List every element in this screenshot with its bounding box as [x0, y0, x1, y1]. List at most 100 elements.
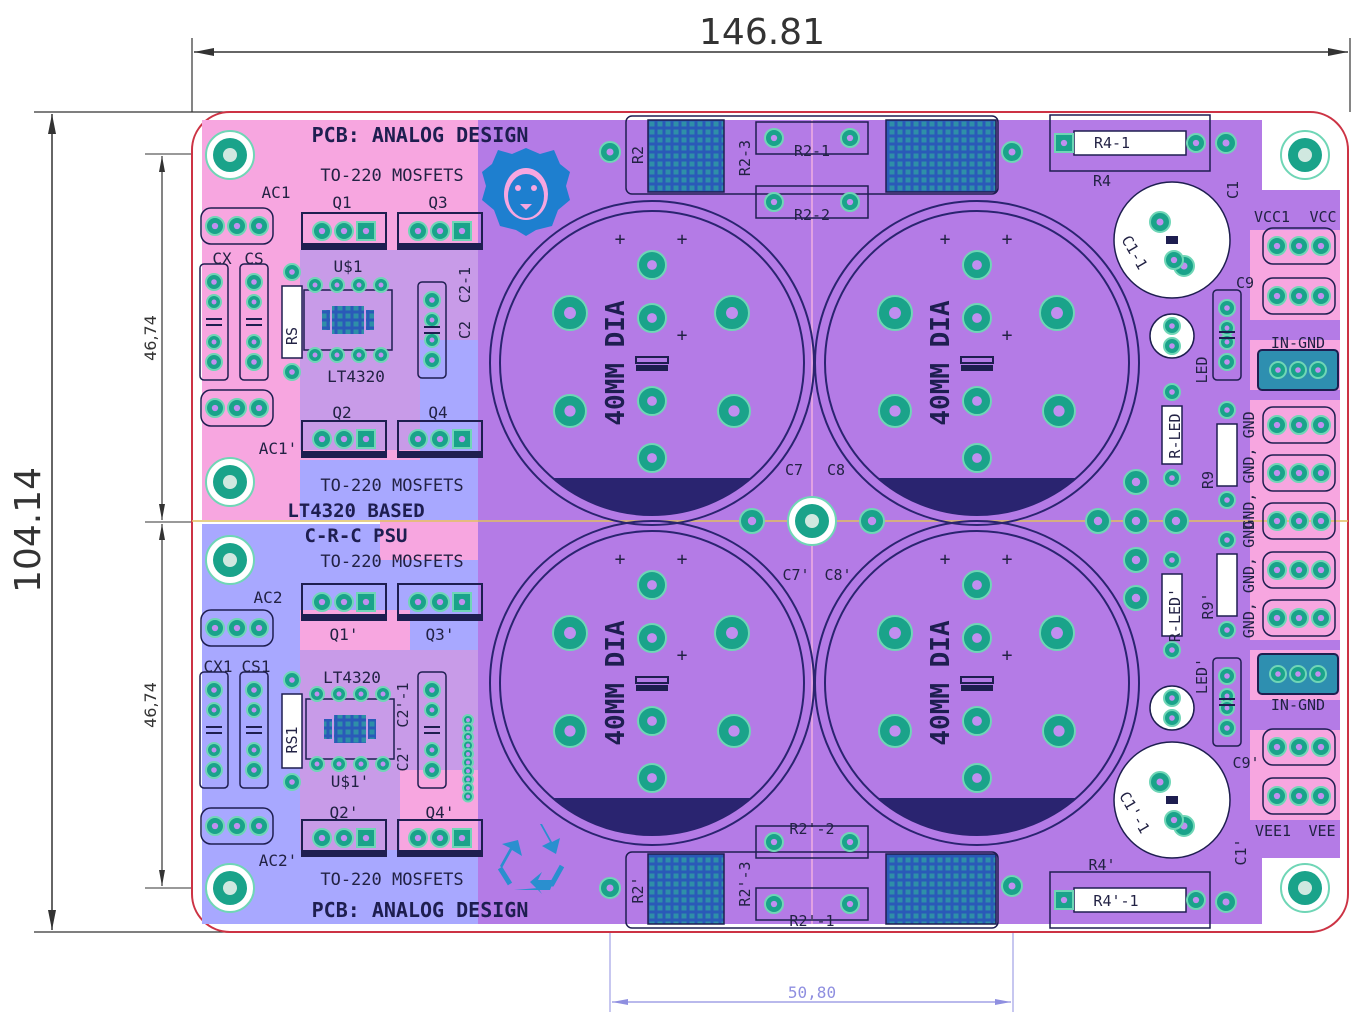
capacitor-cs [239, 263, 269, 381]
capacitor-c9p [1212, 657, 1242, 747]
label-r9p: R9' [1199, 592, 1217, 619]
connector-gnd-1 [1262, 406, 1336, 444]
label-cs: CS [244, 249, 263, 268]
mounting-hole [1280, 863, 1330, 913]
mounting-holes [205, 130, 1330, 913]
mosfet-q2 [301, 420, 387, 458]
label-r2p-2: R2'-2 [789, 820, 834, 838]
connector-gnd-4 [1262, 551, 1336, 589]
label-r4p: R4' [1088, 856, 1115, 874]
big-capacitors: 40MM DIA+++40MM DIA+++40MM DIA+++40MM DI… [489, 200, 1140, 846]
led-p [1149, 685, 1195, 731]
label-ledp: LED' [1193, 658, 1211, 694]
svg-text:+: + [677, 549, 688, 570]
label-cs1: CS1 [242, 657, 271, 676]
label-r9: R9 [1199, 471, 1217, 489]
capacitor-label: 40MM DIA [926, 620, 956, 746]
svg-text:+: + [615, 549, 626, 570]
capacitor-polarity-band [877, 478, 1077, 516]
lion-logo-icon [482, 148, 570, 236]
capacitor-label: 40MM DIA [601, 620, 631, 746]
connector-ac1p [200, 389, 274, 427]
label-c9p: C9' [1232, 754, 1259, 772]
resistor-r2-2 [755, 185, 869, 219]
mosfets-label-1: TO-220 MOSFETS [320, 166, 463, 186]
recycle-logo-icon [497, 824, 565, 894]
connector-vee1 [1262, 728, 1336, 766]
components [199, 114, 1339, 929]
label-q1p: Q1' [330, 625, 359, 644]
label-r2-1: R2-1 [794, 142, 830, 160]
label-u1p: U$1' [331, 772, 370, 791]
mosfet-q1 [301, 212, 387, 250]
resistor-r-led-p [1161, 551, 1183, 659]
resistor-r4p [1049, 871, 1211, 929]
capacitor-40mm: 40MM DIA+++ [814, 520, 1140, 846]
mounting-hole [205, 457, 255, 507]
mosfet-q3 [397, 212, 483, 250]
connector-gnd-3 [1262, 502, 1336, 540]
dimension-height-label: 104.14 [8, 467, 49, 593]
dimension-half-bottom: 46,74 [141, 524, 232, 889]
label-r2p-1: R2'-1 [789, 912, 834, 930]
label-rled: R-LED [1166, 413, 1184, 458]
mosfet-q1p [301, 583, 387, 621]
svg-text:+: + [677, 229, 688, 250]
mosfet-q2p [301, 819, 387, 857]
capacitor-c2p [417, 671, 447, 789]
mounting-hole [1280, 130, 1330, 180]
capacitor-cx1 [199, 671, 229, 789]
label-q2p: Q2' [330, 803, 359, 822]
label-ac1p: AC1' [259, 439, 298, 458]
dimension-width-label: 146.81 [699, 12, 825, 53]
label-r2p: R2' [629, 876, 647, 903]
led [1149, 313, 1195, 359]
resistor-r2p-2 [755, 825, 869, 859]
label-q3p: Q3' [426, 625, 455, 644]
connector-vee [1262, 777, 1336, 815]
svg-text:+: + [615, 229, 626, 250]
connector-in-gnd-bottom [1257, 653, 1339, 695]
svg-text:+: + [1002, 229, 1013, 250]
capacitor-40mm: 40MM DIA+++ [489, 520, 815, 846]
resistor-r2-3-block [885, 119, 997, 193]
resistor-r9 [1216, 401, 1238, 509]
label-q4: Q4 [428, 403, 447, 422]
label-c1p: C1' [1232, 838, 1250, 865]
capacitor-c9 [1212, 289, 1242, 381]
connector-gnd-5 [1262, 599, 1336, 637]
resistor-r2-1 [755, 121, 869, 155]
label-rledp: R-LED' [1166, 588, 1184, 642]
label-c2: C2 [456, 321, 474, 339]
dimension-half-top-label: 46,74 [141, 315, 160, 361]
brand-top: PCB: ANALOG DESIGN [312, 123, 529, 147]
resistor-r-led [1161, 383, 1183, 487]
capacitor-label: 40MM DIA [926, 300, 956, 426]
svg-text:+: + [940, 549, 951, 570]
title-line2: C-R-C PSU [305, 525, 408, 547]
label-q1: Q1 [332, 193, 351, 212]
capacitor-c1p [1113, 741, 1231, 859]
capacitor-40mm: 40MM DIA+++ [814, 200, 1140, 526]
resistor-r9p [1216, 531, 1238, 639]
label-q2: Q2 [332, 403, 351, 422]
label-cx1: CX1 [204, 657, 233, 676]
label-r2p-3: R2'-3 [736, 861, 754, 906]
title-line1: LT4320 BASED [287, 500, 424, 522]
connector-in-gnd-top [1257, 349, 1339, 391]
label-c1: C1 [1224, 181, 1242, 199]
resistor-r2p-block [647, 853, 725, 925]
label-q4p: Q4' [426, 803, 455, 822]
label-c9: C9 [1236, 274, 1254, 292]
dimension-spacing-label: 50,80 [788, 983, 836, 1002]
mounting-hole [205, 130, 255, 180]
label-vcc: VCC [1309, 208, 1336, 226]
svg-text:+: + [1002, 549, 1013, 570]
label-gnd-top: GND, GND, GND [1240, 411, 1258, 528]
mosfets-label-4: TO-220 MOSFETS [320, 870, 463, 890]
connector-vcc [1262, 277, 1336, 315]
connector-ac1 [200, 207, 274, 245]
dimension-half-bottom-label: 46,74 [141, 682, 160, 728]
label-c8: C8 [827, 461, 845, 479]
